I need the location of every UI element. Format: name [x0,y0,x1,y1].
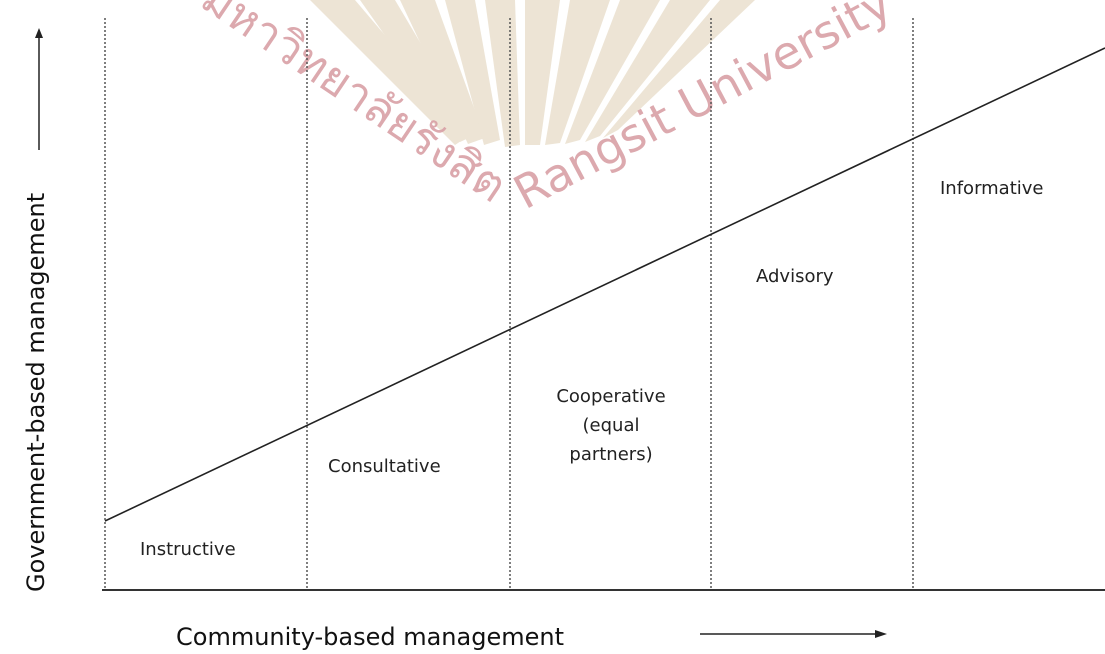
diagonal-boundary-line [104,47,1105,522]
zone-label-cooperative-line-3: partners) [569,444,652,465]
arrow-up-icon [35,28,43,38]
zone-label-consultative: Consultative [328,456,441,477]
zone-dividers [104,18,914,590]
x-axis-label: Community-based management [176,623,564,650]
arrow-right-icon [875,630,887,638]
zone-label-cooperative-line-2: (equal [583,415,640,436]
zone-label-instructive: Instructive [140,539,236,560]
zone-label-advisory: Advisory [756,266,834,287]
y-axis-label: Government-based management [22,193,50,592]
zone-label-informative: Informative [940,178,1044,199]
zone-label-cooperative: Cooperative (equal partners) [556,386,665,465]
zone-label-cooperative-line-1: Cooperative [556,386,665,407]
x-axis-arrow [700,630,887,638]
y-axis-arrow [35,28,43,150]
watermark-seal [310,0,755,147]
